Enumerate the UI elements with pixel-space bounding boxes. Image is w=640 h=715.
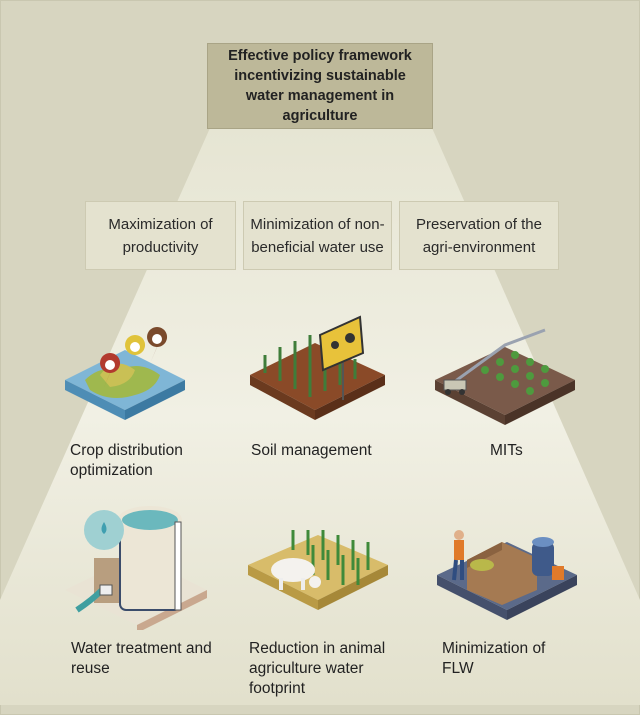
cow-field-icon [248,530,388,610]
objective-label: Maximization of productivity [108,215,213,256]
measure-label-mits: MITs [490,442,523,459]
measure-label-crop-distribution: Crop distribution optimization [70,442,183,479]
measure-label-water-treatment: Water treatment and reuse [71,640,212,677]
objective-box-productivity: Maximization of productivity [85,201,236,270]
policy-framework-box: Effective policy framework incentivizing… [207,43,433,129]
objective-box-agri-environment: Preservation of the agri-environment [399,201,559,270]
measure-label-soil-management: Soil management [251,442,372,459]
crop-field-sign-icon [250,315,385,420]
measure-label-flw: Minimization of FLW [442,640,546,677]
map-pins-icon [65,327,185,420]
irrigation-pivot-icon [435,328,575,425]
measure-label-animal-footprint: Reduction in animal agriculture water fo… [249,640,386,697]
water-tank-icon [65,506,207,630]
objective-label: Minimization of non-beneficial water use [250,215,385,256]
compost-worker-icon [437,530,577,620]
policy-framework-title: Effective policy framework incentivizing… [228,48,412,124]
objective-label: Preservation of the agri-environment [416,215,542,256]
objective-box-water-use: Minimization of non-beneficial water use [243,201,392,270]
